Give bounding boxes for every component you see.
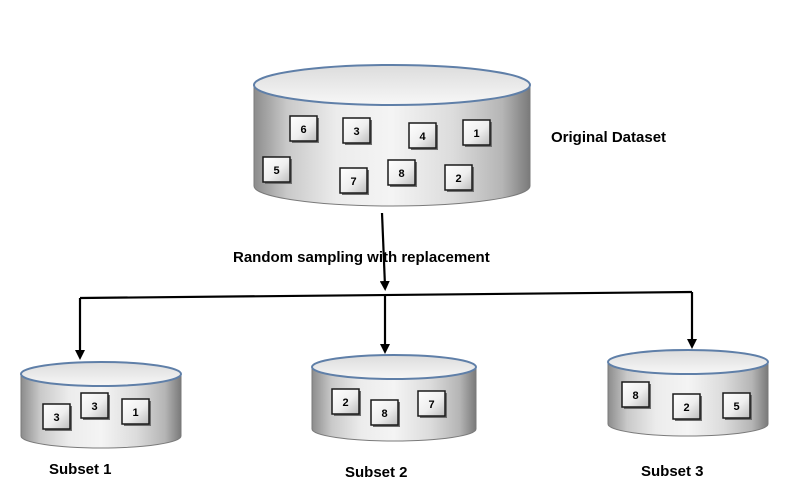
subset-1-item-box-value: 3 [91, 401, 97, 413]
original-item-box-value: 3 [353, 126, 359, 138]
sampling-arrow [379, 212, 390, 291]
subset-2-item-box: 8 [370, 399, 400, 427]
subset-3-item-box-value: 2 [683, 402, 689, 414]
subset-1-item-box: 3 [80, 392, 110, 420]
original-item-box: 1 [462, 119, 492, 147]
original-item-box: 6 [289, 115, 319, 143]
original-item-box: 2 [444, 164, 474, 192]
subset-2-item-box-value: 2 [342, 397, 348, 409]
subset-2-item-box-value: 7 [428, 399, 434, 411]
original-item-box: 4 [408, 122, 438, 150]
subset-items: 3 3 1 2 8 7 8 2 5 [42, 381, 752, 431]
subset-1-item-box: 3 [42, 403, 72, 431]
subset-2-label: Subset 2 [345, 464, 408, 481]
subset-3-item-box-value: 5 [733, 401, 739, 413]
original-item-box-value: 5 [273, 165, 279, 177]
original-item-box-value: 4 [419, 131, 426, 143]
subset-2-item-box-value: 8 [381, 408, 387, 420]
subset-2-item-box: 7 [417, 390, 447, 418]
original-item-box-value: 2 [455, 173, 461, 185]
subset-3-item-box-value: 8 [632, 390, 638, 402]
original-item-box-value: 8 [398, 168, 404, 180]
original-item-box-value: 6 [300, 124, 306, 136]
original-item-box: 8 [387, 159, 417, 187]
subset-3-label: Subset 3 [641, 463, 704, 480]
sampling-label: Random sampling with replacement [233, 249, 490, 266]
subset-2-item-box: 2 [331, 388, 361, 416]
subset-3-item-box: 5 [722, 392, 752, 420]
subset-1-item-box: 1 [121, 398, 151, 426]
original-dataset-items: 6 3 4 1 5 7 8 2 [262, 115, 492, 195]
subset-1-label: Subset 1 [49, 461, 112, 478]
original-item-box: 3 [342, 117, 372, 145]
original-item-box: 5 [262, 156, 292, 184]
original-item-box-value: 7 [350, 176, 356, 188]
subset-1-item-box-value: 1 [132, 407, 138, 419]
subset-3-item-box: 2 [672, 393, 702, 421]
subset-3-item-box: 8 [621, 381, 651, 409]
subset-1-item-box-value: 3 [53, 412, 59, 424]
original-dataset-label: Original Dataset [551, 129, 666, 146]
original-item-box: 7 [339, 167, 369, 195]
original-item-box-value: 1 [473, 128, 479, 140]
branch-line [79, 290, 693, 300]
